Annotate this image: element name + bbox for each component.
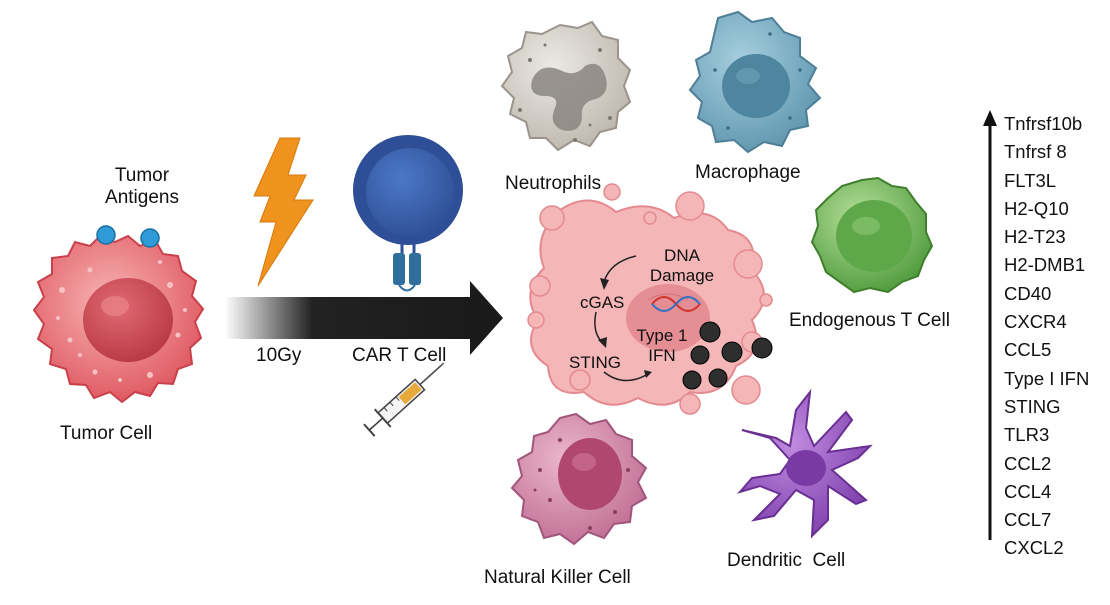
gene-list-item: TLR3	[1004, 424, 1050, 446]
dying-tumor-cell-icon	[527, 183, 773, 415]
car-t-cell-icon	[353, 135, 463, 292]
car-t-cell-label: CAR T Cell	[352, 345, 447, 366]
dna-helix-icon	[651, 296, 701, 312]
type1-ifn-label: Type 1 IFN	[636, 326, 688, 365]
dna-damage-label: DNA Damage	[649, 246, 715, 285]
gene-list-item: Tnfrsf10b	[1004, 113, 1083, 134]
cgas-label: cGAS	[580, 293, 625, 312]
tumor-antigen-icon	[96, 225, 160, 248]
gene-list-item: Tnfrsf 8	[1004, 141, 1067, 163]
gene-list-item: CCL4	[1004, 480, 1052, 502]
gene-list-item: CCL2	[1004, 452, 1052, 474]
endogenous-t-cell-label: Endogenous T Cell	[789, 310, 950, 331]
gene-list-item: CCL7	[1004, 509, 1052, 531]
gene-list-item: Type I IFN	[1004, 367, 1090, 389]
gene-list-item: STING	[1004, 395, 1061, 417]
gene-list-item: CXCL2	[1004, 537, 1064, 559]
tumor-antigens-label: Tumor Antigens	[105, 165, 179, 208]
macrophage-icon	[688, 10, 822, 154]
process-arrow	[225, 281, 503, 355]
gene-list-item: H2-Q10	[1004, 197, 1069, 219]
natural-killer-cell-icon	[510, 412, 648, 546]
neutrophil-icon	[500, 20, 632, 152]
tumor-cell-label: Tumor Cell	[60, 423, 153, 444]
gene-list-item: H2-DMB1	[1004, 254, 1086, 276]
dendritic-cell-label: Dendritic Cell	[727, 550, 846, 571]
dose-label: 10Gy	[256, 345, 302, 366]
macrophage-label: Macrophage	[695, 162, 801, 183]
pathway-arrows	[594, 255, 652, 382]
gene-list-item: FLT3L	[1004, 169, 1057, 191]
gene-list-item: H2-T23	[1004, 226, 1066, 248]
endogenous-t-cell-icon	[810, 176, 934, 294]
neutrophils-label: Neutrophils	[505, 173, 602, 194]
syringe-icon	[363, 362, 445, 437]
dendritic-cell-icon	[737, 388, 873, 539]
natural-killer-cell-label: Natural Killer Cell	[484, 567, 631, 588]
upregulation-arrow	[983, 110, 997, 540]
gene-list-item: CD40	[1004, 282, 1052, 304]
tumor-cell-icon	[32, 234, 205, 404]
radiation-lightning-icon	[253, 137, 314, 287]
gene-list-item: CXCR4	[1004, 311, 1067, 333]
sting-label: STING	[569, 353, 621, 372]
gene-list-item: CCL5	[1004, 339, 1052, 361]
